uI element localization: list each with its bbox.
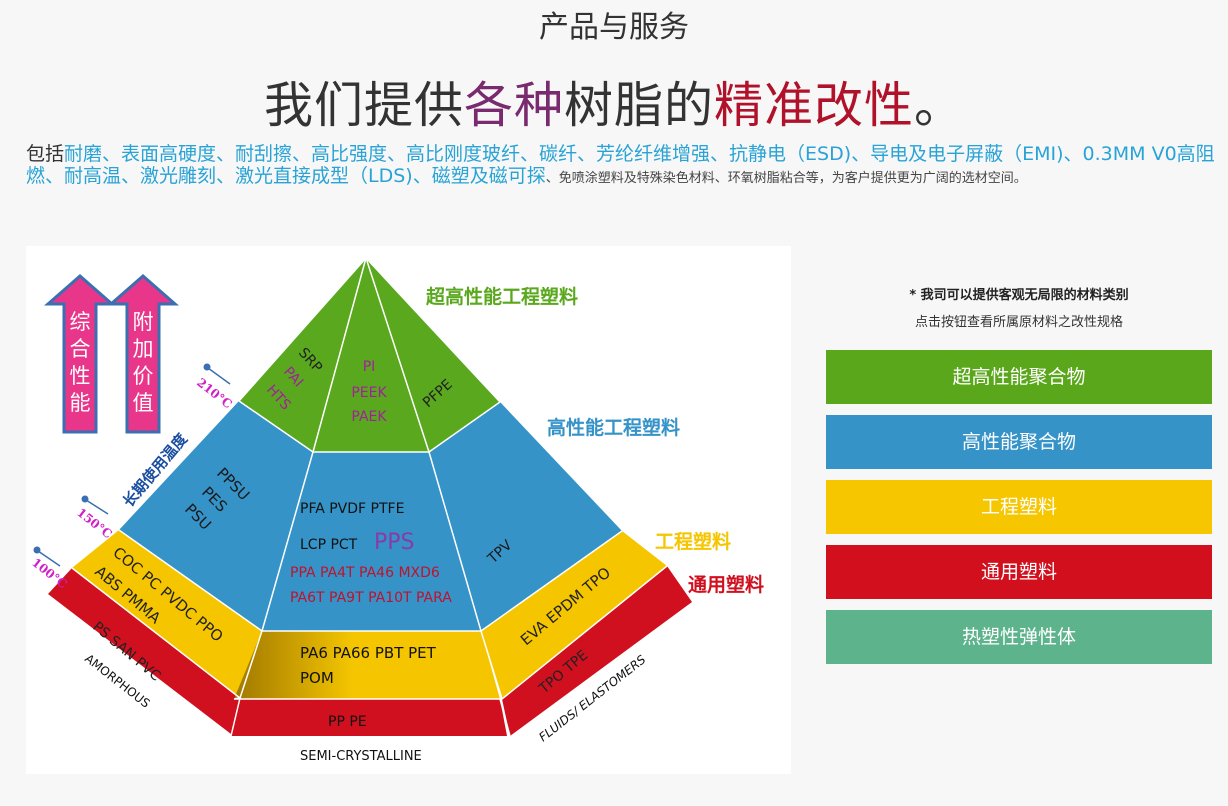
tier-high-right (429, 402, 622, 631)
temp-150: 150°C (74, 505, 115, 541)
temp-marker-150 (81, 495, 89, 503)
top-mid-peek: PEEK (351, 385, 387, 401)
temp-marker-100 (33, 546, 41, 554)
tier-high-left (119, 401, 313, 631)
arrow-added-value (107, 274, 179, 434)
intro-highlight: 耐磨、表面高硬度、耐刮擦、高比强度、高比刚度玻纤、碳纤、芳纶纤维增强、抗静电（E… (26, 143, 1215, 187)
intro-prefix: 包括 (26, 143, 65, 165)
engineering-plastics-button[interactable]: 工程塑料 (826, 480, 1212, 534)
thermoplastic-elastomer-button[interactable]: 热塑性弹性体 (826, 610, 1212, 664)
arrow1-char-3: 能 (70, 391, 91, 415)
center-line2b: PPS (374, 530, 415, 555)
headline-part3: 树脂的 (563, 77, 714, 134)
eng-mid-line2: POM (300, 669, 334, 687)
center-line3: PPA PA4T PA46 MXD6 (290, 565, 440, 581)
tier-label-high: 高性能工程塑料 (547, 416, 680, 439)
headline: 我们提供各种树脂的精准改性。 (0, 66, 1228, 137)
category-panel: * 我司可以提供客观无局限的材料类别 点击按钮查看所属原材料之改性规格 超高性能… (826, 284, 1212, 664)
section-title: 产品与服务 (539, 10, 689, 45)
headline-part5: 。 (914, 77, 965, 134)
top-mid-paek: PAEK (351, 409, 387, 425)
tier-general-mid (231, 699, 507, 736)
panel-note-secondary: 点击按钮查看所属原材料之改性规格 (914, 315, 1123, 330)
arrow2-char-2: 价 (133, 364, 154, 388)
arrow1-char-1: 合 (70, 337, 91, 361)
tier-eng-right (481, 531, 667, 699)
arrow2-char-0: 附 (133, 310, 154, 334)
eng-mid-line1: PA6 PA66 PBT PET (300, 644, 437, 662)
general-plastics-button[interactable]: 通用塑料 (826, 545, 1212, 599)
pyramid-diagram: 综 合 性 能 附 加 价 值 长期使用温度 210°C 150°C 100°C… (26, 246, 791, 774)
intro-rest: 、免喷涂塑料及特殊染色材料、环氧树脂粘合等，为客户提供更为广阔的选材空间。 (545, 171, 1027, 186)
arrow-overall-performance (44, 274, 116, 434)
tier-eng-left (72, 530, 262, 698)
high-performance-polymer-button[interactable]: 高性能聚合物 (826, 415, 1212, 469)
panel-note-primary: * 我司可以提供客观无局限的材料类别 (909, 288, 1129, 303)
center-line1: PFA PVDF PTFE (300, 501, 404, 517)
arrow2-char-1: 加 (133, 337, 154, 361)
arrow2-char-3: 值 (133, 391, 154, 415)
arrow1-char-0: 综 (70, 310, 91, 334)
arrow1-char-2: 性 (70, 364, 91, 388)
tier-top-right (366, 258, 500, 452)
temp-100: 100°C (29, 555, 70, 591)
ultra-high-performance-polymer-button[interactable]: 超高性能聚合物 (826, 350, 1212, 404)
gen-mid-text: PP PE (328, 714, 367, 730)
tier-label-top: 超高性能工程塑料 (425, 285, 578, 308)
top-mid-pi: PI (363, 359, 376, 375)
intro-paragraph: 包括耐磨、表面高硬度、耐刮擦、高比强度、高比刚度玻纤、碳纤、芳纶纤维增强、抗静电… (26, 143, 1221, 190)
base-label-semicrystalline: SEMI-CRYSTALLINE (300, 749, 422, 764)
tier-top-mid (313, 258, 429, 452)
temp-marker-210 (203, 363, 211, 371)
headline-part1: 我们提供 (263, 77, 464, 134)
center-line2a: LCP PCT (300, 537, 358, 553)
tier-general-left (48, 568, 240, 734)
tier-eng-mid (234, 631, 500, 699)
tier-top-left (239, 258, 366, 452)
center-line4: PA6T PA9T PA10T PARA (290, 590, 452, 606)
tier-general-right (502, 566, 692, 736)
tier-high-mid (262, 452, 481, 631)
temp-210: 210°C (194, 375, 235, 411)
headline-part2: 各种 (463, 77, 564, 134)
tier-label-eng: 工程塑料 (655, 530, 731, 553)
tier-label-general: 通用塑料 (688, 573, 764, 596)
headline-part4: 精准改性 (714, 77, 915, 134)
